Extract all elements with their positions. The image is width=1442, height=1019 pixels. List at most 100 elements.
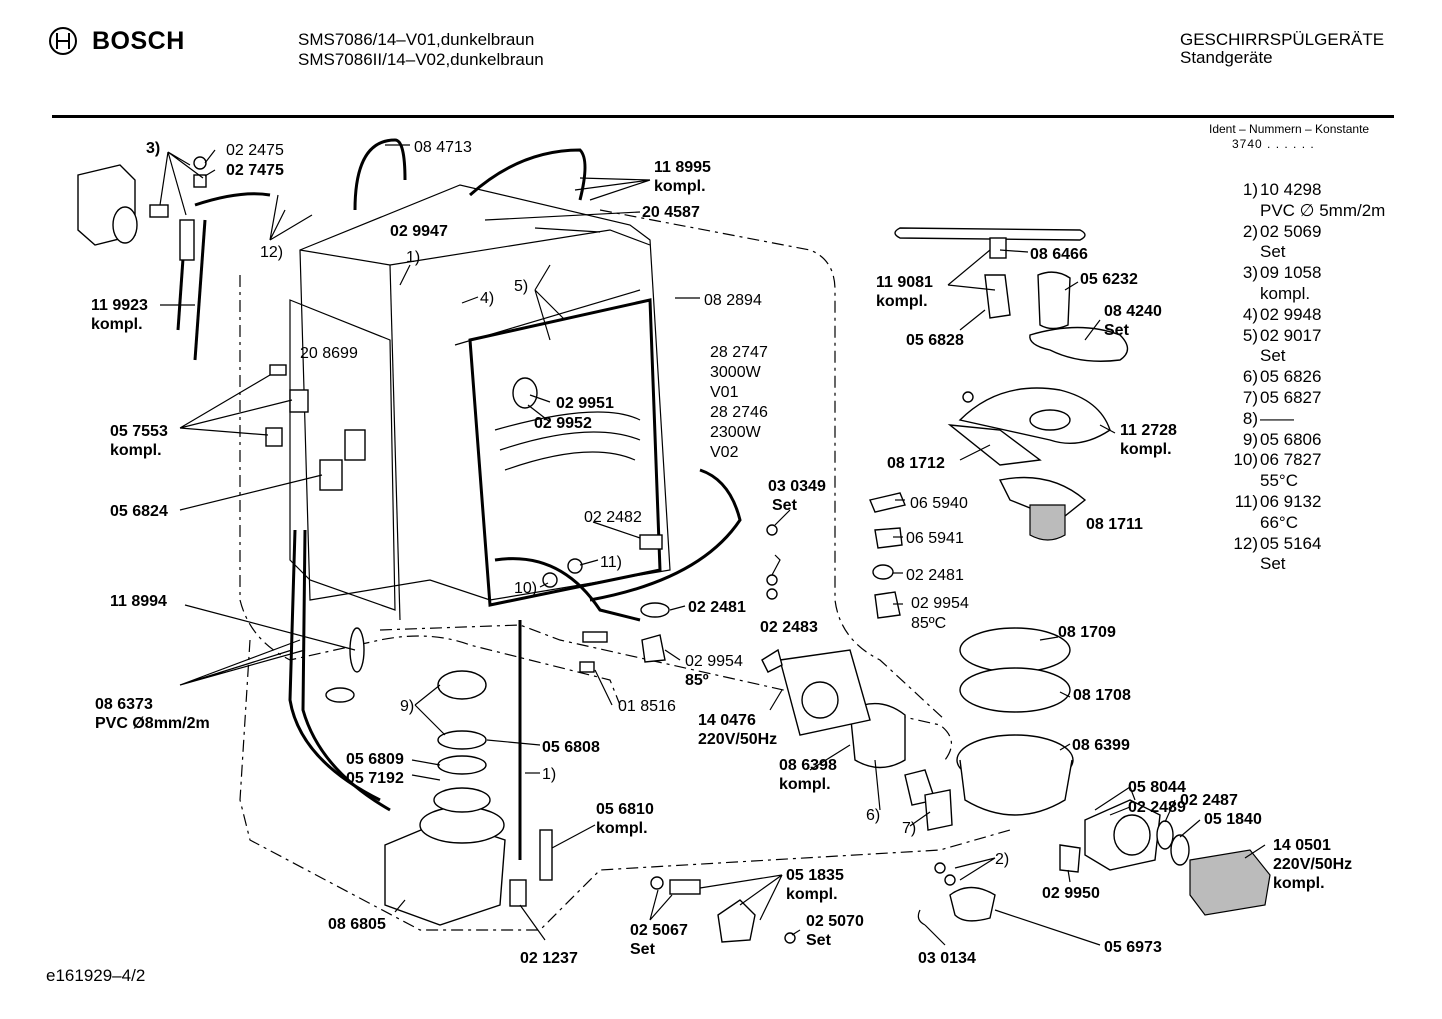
brand-name: BOSCH xyxy=(92,26,185,55)
side-panel xyxy=(289,299,396,611)
callout-018516: 01 8516 xyxy=(618,698,676,715)
legend-item: 8)—— xyxy=(1242,408,1294,428)
callout-119923: 11 9923 xyxy=(91,297,148,314)
callout-140476: 14 0476 xyxy=(698,712,756,729)
callout-086399: 08 6399 xyxy=(1072,737,1130,754)
dispenser-box xyxy=(77,156,207,261)
ident-label: Ident – Nummern – Konstante xyxy=(1209,122,1370,136)
callout-140476-volt: 220V/50Hz xyxy=(698,731,777,748)
callout-029954b: 02 9954 xyxy=(911,595,969,612)
callout-6: 6) xyxy=(866,807,880,824)
legend-item: 11)06 9132 xyxy=(1234,491,1322,511)
callout-086398-kompl: kompl. xyxy=(779,776,831,793)
legend-item: 6)05 6826 xyxy=(1242,367,1322,387)
legend-item: 1)10 4298 xyxy=(1242,180,1322,199)
legend-item: 4)02 9948 xyxy=(1242,304,1322,324)
callout-119923-kompl: kompl. xyxy=(91,316,143,333)
callout-021237: 02 1237 xyxy=(520,950,578,967)
legend-item: 2)02 5069 xyxy=(1242,221,1322,241)
callout-112728: 11 2728 xyxy=(1120,422,1177,439)
callout-1b: 1) xyxy=(542,766,556,783)
callout-086373: 08 6373 xyxy=(95,696,153,713)
hoses xyxy=(176,138,742,860)
callout-056824: 05 6824 xyxy=(110,503,168,520)
callout-140501-volt: 220V/50Hz xyxy=(1273,856,1352,873)
drain-pump xyxy=(949,799,1271,922)
legend-item: 10)06 7827 xyxy=(1233,450,1322,470)
sump-assembly xyxy=(779,627,1074,831)
subcategory-title: Standgeräte xyxy=(1180,48,1273,67)
callout-025067: 02 5067 xyxy=(630,922,688,939)
callout-029950: 02 9950 xyxy=(1042,885,1100,902)
callout-029947: 02 9947 xyxy=(390,223,448,240)
spray-arm xyxy=(894,227,1129,362)
legend-item-detail: Set xyxy=(1260,554,1286,574)
callout-12: 12) xyxy=(260,244,283,261)
rear-outline xyxy=(599,209,946,721)
callout-056810: 05 6810 xyxy=(596,801,654,818)
callout-065941: 06 5941 xyxy=(906,530,964,547)
callout-027475: 02 7475 xyxy=(226,162,284,179)
callout-057192: 05 7192 xyxy=(346,770,404,787)
callout-1a: 1) xyxy=(406,249,420,266)
callout-labels: 3) 02 2475 02 7475 12) 08 4713 11 8995 k… xyxy=(91,139,1352,967)
tub xyxy=(299,184,671,621)
legend-item: 3)09 1058 xyxy=(1242,263,1322,283)
callout-5: 5) xyxy=(514,278,528,295)
callout-029952: 02 9952 xyxy=(534,415,592,432)
callout-118995-kompl: kompl. xyxy=(654,178,706,195)
leader-lines xyxy=(159,144,1266,946)
brand-logo: BOSCH xyxy=(48,26,185,56)
parts-legend: 1)10 4298 PVC ∅ 5mm/2m 2)02 5069 Set 3)0… xyxy=(1222,180,1385,575)
callout-140501: 14 0501 xyxy=(1273,837,1331,854)
callout-086373-pvc: PVC Ø8mm/2m xyxy=(95,715,210,732)
legend-item-detail: Set xyxy=(1260,346,1286,366)
callout-056810-kompl: kompl. xyxy=(596,820,648,837)
callout-85b: 85ºC xyxy=(911,615,946,632)
callout-086398: 08 6398 xyxy=(779,757,837,774)
callout-022481b: 02 2481 xyxy=(906,567,964,584)
callout-081708: 08 1708 xyxy=(1073,687,1131,704)
filter-assembly xyxy=(947,387,1111,541)
callout-081712: 08 1712 xyxy=(887,455,945,472)
callout-2: 2) xyxy=(995,851,1009,868)
header-rule xyxy=(52,115,1394,118)
callout-056973: 05 6973 xyxy=(1104,939,1162,956)
callout-022482: 02 2482 xyxy=(584,509,642,526)
callout-282746: 28 2746 xyxy=(710,404,768,421)
callout-056808: 05 6808 xyxy=(542,739,600,756)
legend-item: 9)05 6806 xyxy=(1242,429,1322,449)
category-title: GESCHIRRSPÜLGERÄTE xyxy=(1180,30,1385,49)
legend-item-detail: Set xyxy=(1260,242,1286,262)
base-outline xyxy=(239,624,1011,931)
callout-081709: 08 1709 xyxy=(1058,624,1116,641)
callout-022487: 02 2487 xyxy=(1180,792,1238,809)
bosch-armature-icon xyxy=(49,27,77,55)
callout-058044: 05 8044 xyxy=(1128,779,1186,796)
callout-022481a: 02 2481 xyxy=(688,599,746,616)
callout-v02: V02 xyxy=(710,444,739,461)
callout-9: 9) xyxy=(400,698,414,715)
callout-3: 3) xyxy=(146,140,160,157)
callout-084240: 08 4240 xyxy=(1104,303,1162,320)
callout-119081-kompl: kompl. xyxy=(876,293,928,310)
callout-025067-set: Set xyxy=(630,941,656,958)
callout-204587: 20 4587 xyxy=(642,204,700,221)
callout-022489: 02 2489 xyxy=(1128,799,1186,816)
callout-3000w: 3000W xyxy=(710,364,762,381)
circulation-pump xyxy=(384,670,553,926)
callout-85a: 85º xyxy=(685,672,709,689)
legend-item: 7)05 6827 xyxy=(1242,387,1322,407)
legend-item: 5)02 9017 xyxy=(1242,325,1322,345)
callout-057553-kompl: kompl. xyxy=(110,442,162,459)
ident-value: 3740 . . . . . . xyxy=(1232,137,1315,151)
callout-118994: 11 8994 xyxy=(110,593,167,610)
callout-056828: 05 6828 xyxy=(906,332,964,349)
legend-item-detail: 55°C xyxy=(1260,471,1298,491)
check-valve xyxy=(650,876,796,944)
model-line-1: SMS7086/14–V01,dunkelbraun xyxy=(298,30,535,49)
callout-118995: 11 8995 xyxy=(654,159,711,176)
small-parts xyxy=(265,364,956,926)
callout-022475: 02 2475 xyxy=(226,142,284,159)
